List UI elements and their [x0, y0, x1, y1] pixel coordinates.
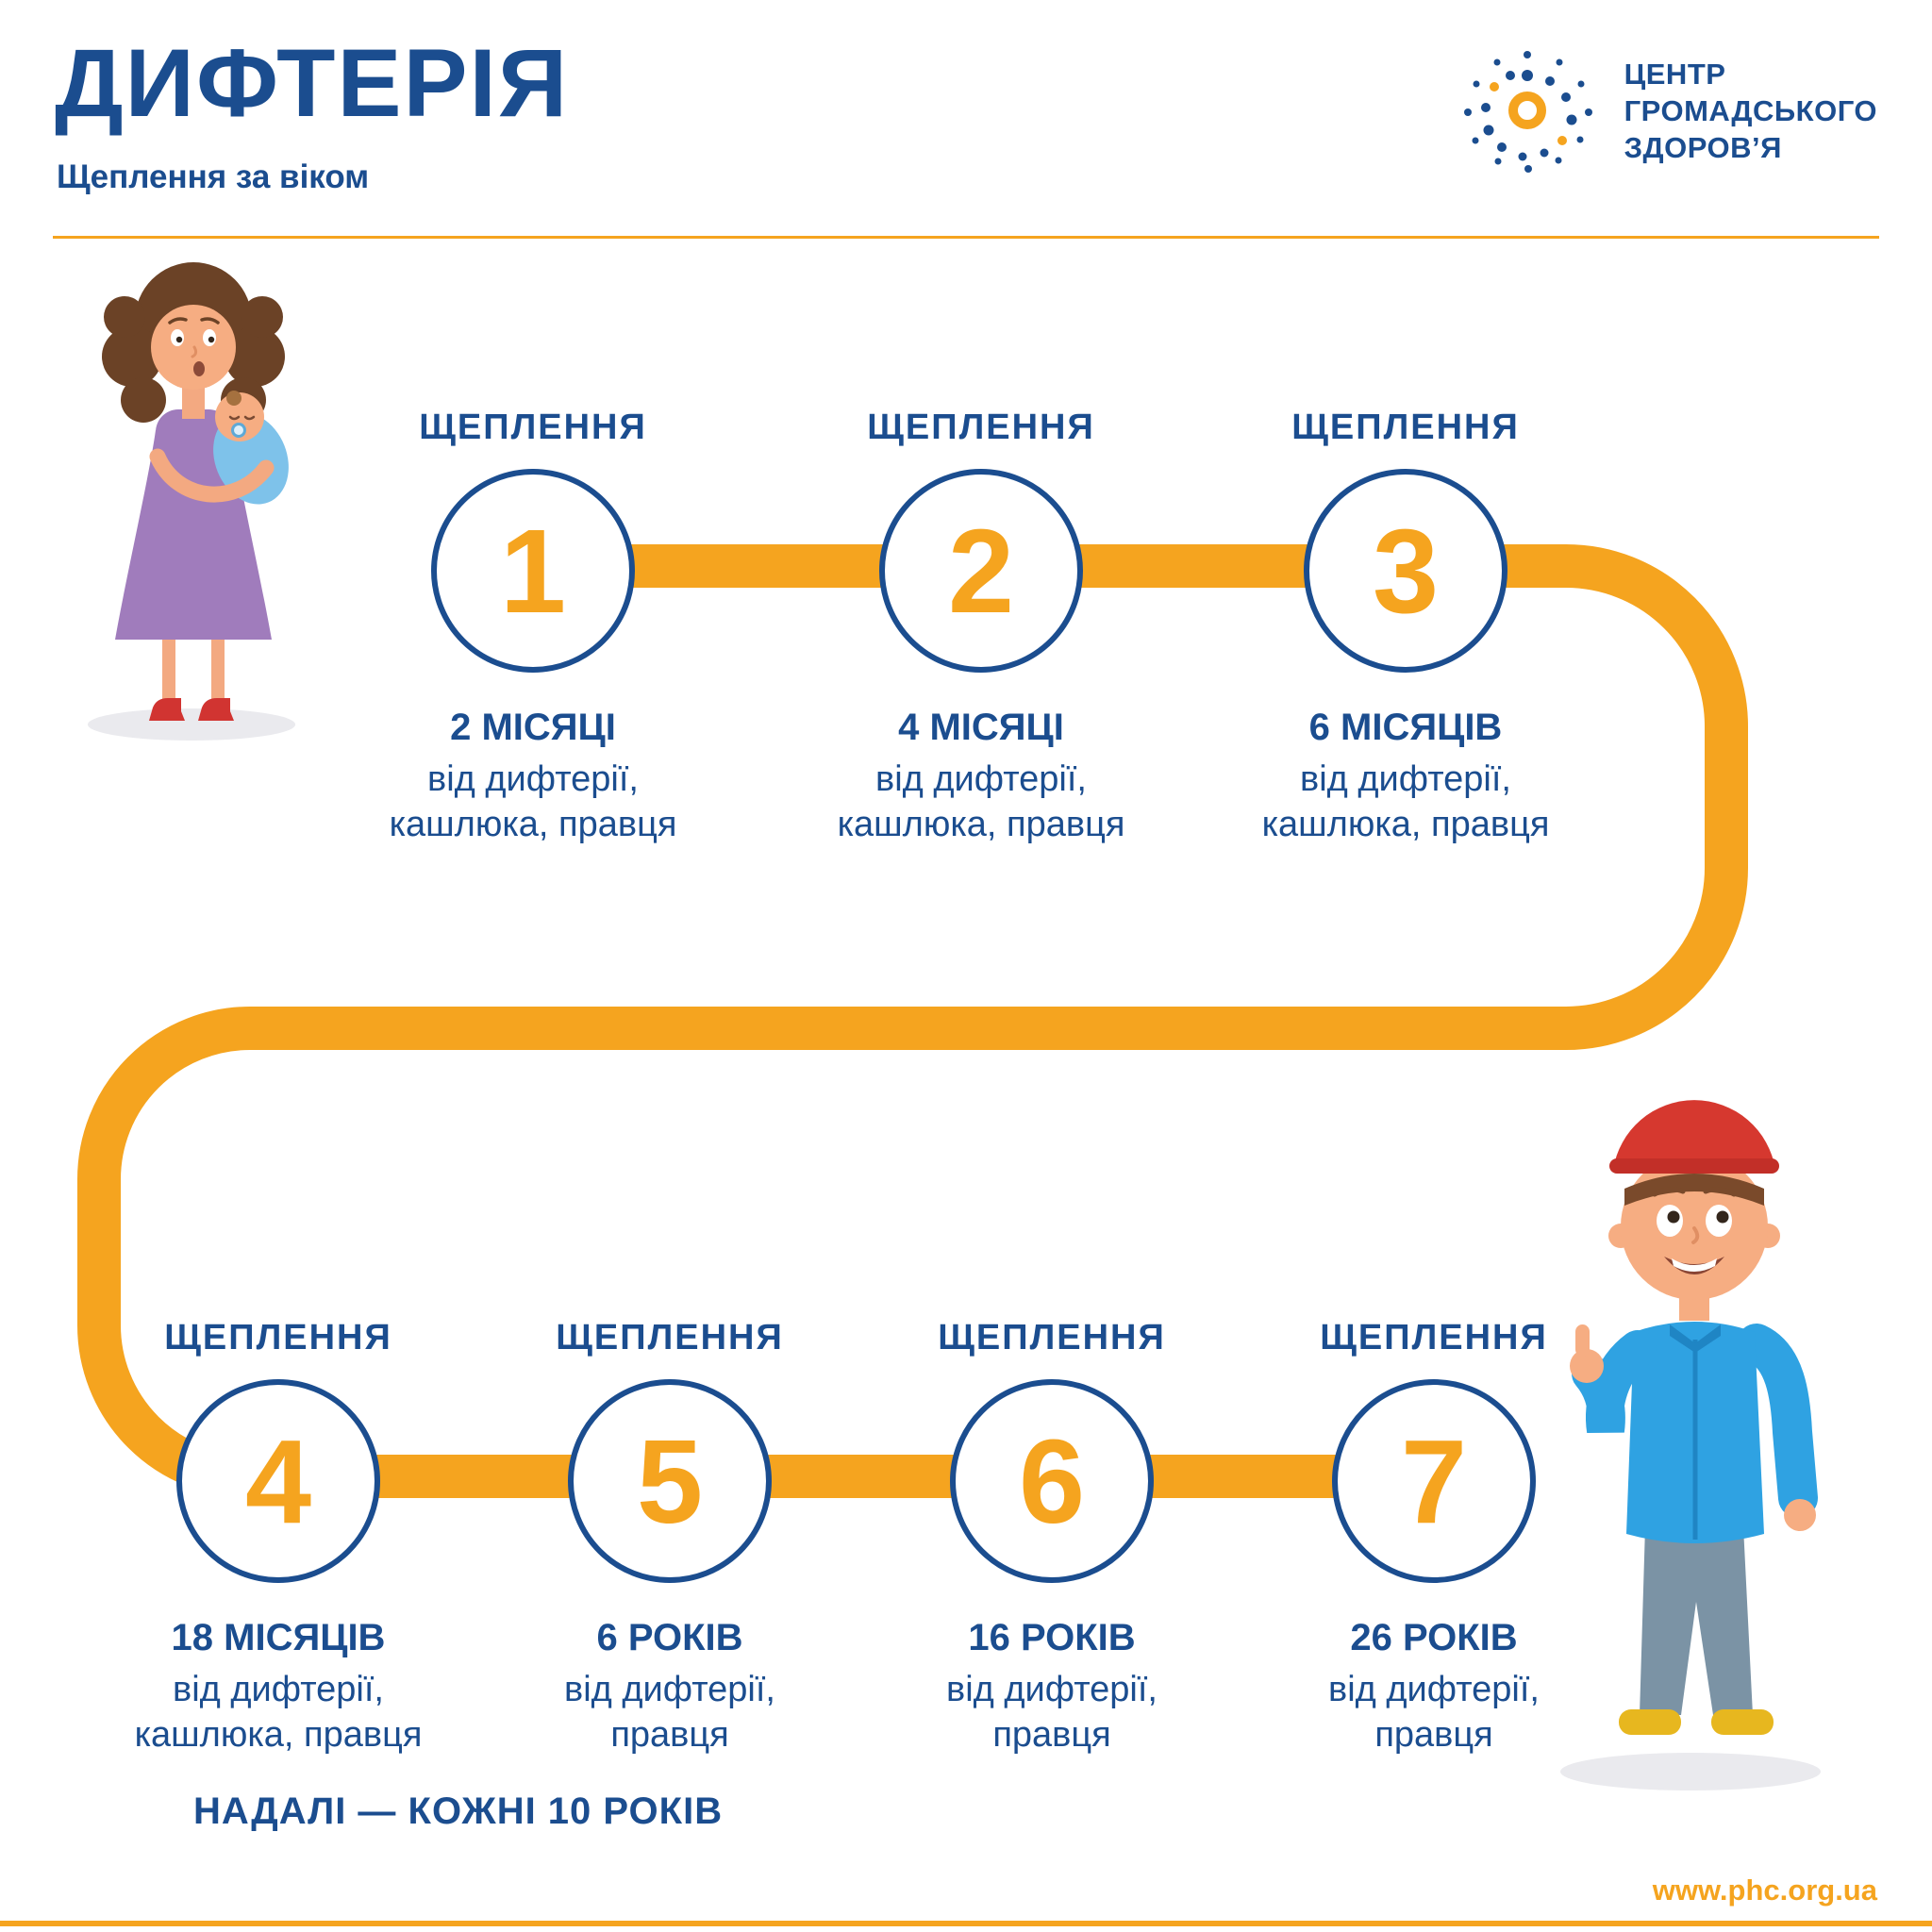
- logo-line-2: ГРОМАДСЬКОГО: [1624, 93, 1877, 127]
- step-age: 18 МІСЯЦІВ: [171, 1617, 386, 1658]
- step-desc-line: кашлюка, правця: [134, 1715, 423, 1755]
- step-age: 4 МІСЯЦІ: [898, 707, 1064, 748]
- step-circle: 4: [176, 1379, 380, 1583]
- step-description: від дифтерії, кашлюка, правця: [1262, 757, 1550, 847]
- step-description: від дифтерії, правця: [946, 1667, 1158, 1757]
- step-desc-line: від дифтерії,: [564, 1670, 775, 1709]
- step-desc-line: кашлюка, правця: [837, 805, 1125, 844]
- mother-with-baby-illustration: [88, 262, 295, 741]
- website-link[interactable]: www.phc.org.ua: [1652, 1874, 1877, 1907]
- step-desc-line: правця: [1374, 1715, 1493, 1755]
- step-circle: 2: [879, 469, 1083, 673]
- step-age: 2 МІСЯЦІ: [450, 707, 616, 748]
- step-desc-line: правця: [992, 1715, 1111, 1755]
- step-number: 4: [244, 1414, 312, 1548]
- page-subtitle: Щеплення за віком: [57, 158, 370, 195]
- footer-divider: [0, 1921, 1932, 1926]
- step-description: від дифтерії, кашлюка, правця: [135, 1667, 423, 1757]
- step-number: 1: [499, 504, 567, 638]
- step-circle: 6: [950, 1379, 1154, 1583]
- logo-line-3: ЗДОРОВ’Я: [1624, 130, 1782, 164]
- step-desc-line: кашлюка, правця: [1261, 805, 1550, 844]
- step-circle: 3: [1304, 469, 1507, 673]
- logo-line-1: ЦЕНТР: [1624, 57, 1726, 91]
- step-circle: 1: [431, 469, 635, 673]
- step-label: ЩЕПЛЕННЯ: [164, 1318, 392, 1357]
- step-number: 3: [1372, 504, 1440, 638]
- vaccination-step-4: ЩЕПЛЕННЯ 4 18 МІСЯЦІВ від дифтерії, кашл…: [108, 1318, 448, 1757]
- step-age: 6 РОКІВ: [596, 1617, 743, 1658]
- phc-logo-icon: [1463, 51, 1592, 173]
- step-label: ЩЕПЛЕННЯ: [556, 1318, 784, 1357]
- step-desc-line: від дифтерії,: [173, 1670, 384, 1709]
- step-desc-line: від дифтерії,: [1328, 1670, 1540, 1709]
- step-number: 6: [1018, 1414, 1086, 1548]
- vaccination-step-7: ЩЕПЛЕННЯ 7 26 РОКІВ від дифтерії, правця: [1264, 1318, 1604, 1757]
- vaccination-step-1: ЩЕПЛЕННЯ 1 2 МІСЯЦІ від дифтерії, кашлюк…: [363, 408, 703, 847]
- step-age: 26 РОКІВ: [1350, 1617, 1518, 1658]
- step-desc-line: від дифтерії,: [946, 1670, 1158, 1709]
- page-title: ДИФТЕРІЯ: [55, 29, 570, 137]
- step-desc-line: кашлюка, правця: [389, 805, 677, 844]
- step-label: ЩЕПЛЕННЯ: [938, 1318, 1166, 1357]
- step-number: 2: [947, 504, 1015, 638]
- step-description: від дифтерії, кашлюка, правця: [390, 757, 677, 847]
- step-desc-line: правця: [610, 1715, 729, 1755]
- step-desc-line: від дифтерії,: [427, 759, 639, 799]
- step-desc-line: від дифтерії,: [1300, 759, 1511, 799]
- step-age: 16 РОКІВ: [968, 1617, 1136, 1658]
- step-description: від дифтерії, правця: [1328, 1667, 1540, 1757]
- vaccination-step-5: ЩЕПЛЕННЯ 5 6 РОКІВ від дифтерії, правця: [500, 1318, 840, 1757]
- vaccination-step-6: ЩЕПЛЕННЯ 6 16 РОКІВ від дифтерії, правця: [882, 1318, 1222, 1757]
- step-number: 7: [1400, 1414, 1468, 1548]
- step-age: 6 МІСЯЦІВ: [1308, 707, 1503, 748]
- step-description: від дифтерії, правця: [564, 1667, 775, 1757]
- step-label: ЩЕПЛЕННЯ: [867, 408, 1095, 447]
- step-circle: 7: [1332, 1379, 1536, 1583]
- phc-logo-block: ЦЕНТР ГРОМАДСЬКОГО ЗДОРОВ’Я: [1457, 40, 1877, 181]
- step-desc-line: від дифтерії,: [875, 759, 1087, 799]
- step-label: ЩЕПЛЕННЯ: [1320, 1318, 1548, 1357]
- pacifier-icon: [231, 423, 246, 438]
- step-label: ЩЕПЛЕННЯ: [1291, 408, 1520, 447]
- header-divider: [53, 236, 1879, 239]
- step-label: ЩЕПЛЕННЯ: [419, 408, 647, 447]
- footer-note: НАДАЛІ — КОЖНІ 10 РОКІВ: [193, 1790, 724, 1832]
- step-circle: 5: [568, 1379, 772, 1583]
- step-description: від дифтерії, кашлюка, правця: [838, 757, 1125, 847]
- step-number: 5: [636, 1414, 704, 1548]
- phc-logo-text: ЦЕНТР ГРОМАДСЬКОГО ЗДОРОВ’Я: [1624, 56, 1877, 166]
- vaccination-step-3: ЩЕПЛЕННЯ 3 6 МІСЯЦІВ від дифтерії, кашлю…: [1236, 408, 1575, 847]
- vaccination-step-2: ЩЕПЛЕННЯ 2 4 МІСЯЦІ від дифтерії, кашлюк…: [811, 408, 1151, 847]
